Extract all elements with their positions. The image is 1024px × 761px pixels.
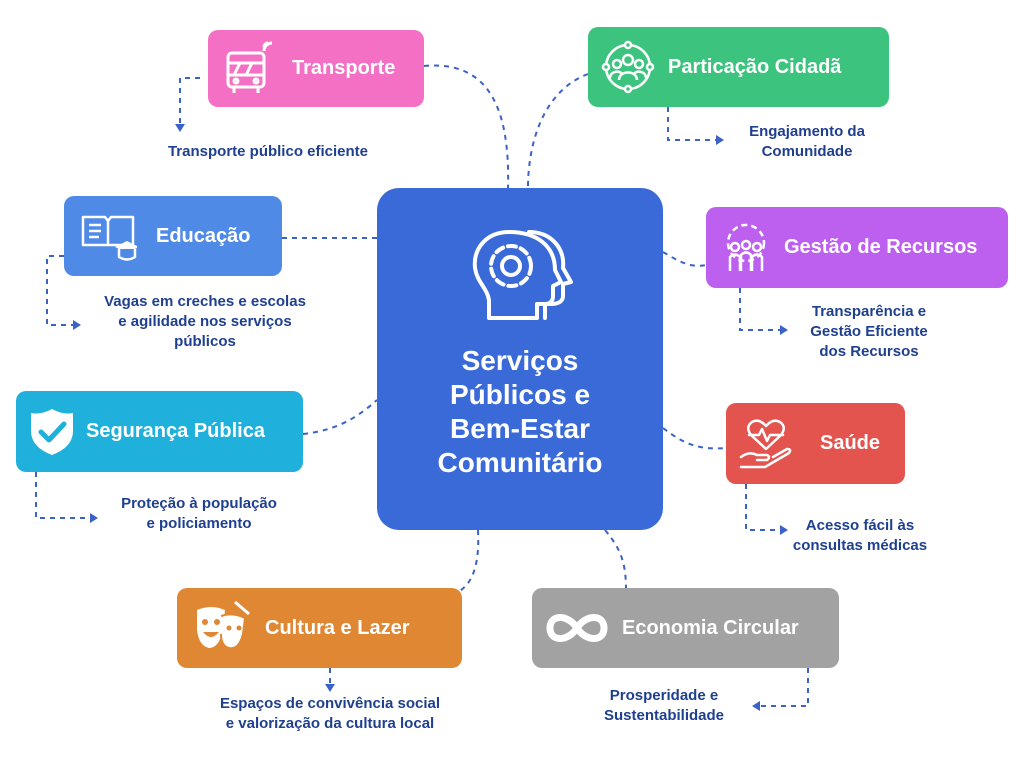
connector-desc-participacao bbox=[667, 107, 718, 141]
card-economia[interactable]: Economia Circular bbox=[532, 588, 839, 668]
desc-saude: Acesso fácil às consultas médicas bbox=[792, 517, 928, 554]
connector-desc-transporte bbox=[179, 77, 200, 126]
heart-hand-icon bbox=[734, 412, 798, 476]
connector-desc-economia bbox=[758, 668, 809, 707]
card-cultura[interactable]: Cultura e Lazer bbox=[177, 588, 462, 668]
connector-economia bbox=[604, 529, 627, 591]
card-participacao-label: Particação Cidadã bbox=[668, 55, 842, 78]
connector-desc-educacao bbox=[46, 255, 75, 326]
connector-desc-seguranca bbox=[35, 472, 92, 519]
card-cultura-label: Cultura e Lazer bbox=[265, 616, 410, 639]
card-economia-label: Economia Circular bbox=[622, 616, 799, 639]
community-network-icon bbox=[596, 35, 660, 99]
desc-seguranca: Proteção à população e policiamento bbox=[121, 495, 277, 532]
card-gestao[interactable]: Gestão de Recursos bbox=[706, 207, 1008, 288]
shield-check-icon bbox=[20, 400, 84, 464]
card-seguranca[interactable]: Segurança Pública bbox=[16, 391, 303, 472]
card-gestao-label: Gestão de Recursos bbox=[784, 236, 978, 258]
desc-economia: Prosperidade e Sustentabilidade bbox=[603, 687, 725, 724]
theater-masks-icon bbox=[189, 596, 253, 660]
people-gear-icon bbox=[714, 216, 778, 280]
bus-icon bbox=[216, 37, 280, 101]
card-transporte-label: Transporte bbox=[292, 57, 396, 79]
desc-participacao: Engajamento da Comunidade bbox=[749, 123, 865, 160]
arrowhead-transporte bbox=[175, 124, 185, 132]
connector-transporte bbox=[423, 64, 510, 189]
card-participacao[interactable]: Particação Cidadã bbox=[588, 27, 889, 107]
arrowhead-economia bbox=[752, 701, 760, 711]
connector-cultura bbox=[457, 529, 480, 593]
connector-desc-gestao bbox=[739, 288, 782, 331]
card-saude-label: Saúde bbox=[820, 432, 881, 454]
arrowhead-gestao bbox=[780, 325, 788, 335]
arrowhead-cultura bbox=[325, 684, 335, 692]
connector-seguranca bbox=[302, 399, 378, 435]
card-transporte[interactable]: Transporte bbox=[208, 30, 424, 107]
card-saude[interactable]: Saúde bbox=[726, 403, 905, 484]
center-node: Serviços Públicos e Bem-Estar Comunitári… bbox=[377, 188, 663, 530]
desc-gestao: Transparência e Gestão Eficiente dos Rec… bbox=[810, 303, 928, 360]
card-educacao-label: Educação bbox=[156, 224, 251, 247]
center-title: Serviços Públicos e Bem-Estar Comunitári… bbox=[437, 345, 603, 478]
arrowhead-saude bbox=[780, 525, 788, 535]
card-educacao[interactable]: Educação bbox=[64, 196, 282, 276]
infinity-icon bbox=[542, 596, 612, 660]
arrowhead-educacao bbox=[73, 320, 81, 330]
connector-participacao bbox=[527, 73, 589, 189]
connector-saude bbox=[662, 427, 727, 450]
connector-gestao bbox=[662, 251, 707, 267]
card-seguranca-label: Segurança Pública bbox=[86, 420, 265, 442]
desc-transporte: Transporte público eficiente bbox=[167, 143, 369, 160]
arrowhead-participacao bbox=[716, 135, 724, 145]
connector-desc-saude bbox=[745, 484, 782, 531]
desc-educacao: Vagas em creches e escolas e agilidade n… bbox=[104, 293, 306, 350]
book-graduation-icon bbox=[76, 204, 140, 268]
arrowhead-seguranca bbox=[90, 513, 98, 523]
head-gear-icon bbox=[472, 230, 573, 320]
desc-cultura: Espaços de convivência social e valoriza… bbox=[219, 695, 441, 732]
